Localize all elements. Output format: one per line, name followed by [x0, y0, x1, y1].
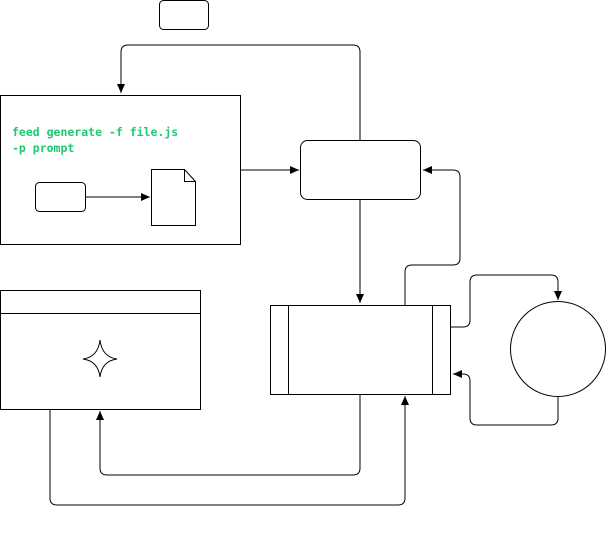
document-icon [151, 169, 196, 226]
command-panel[interactable] [0, 95, 241, 245]
connector-process-to-generator [404, 166, 461, 305]
sparkle-icon [82, 339, 118, 378]
connector-generator-to-panel [117, 44, 361, 140]
input-box[interactable] [35, 182, 86, 212]
connector-output-to-process [49, 396, 409, 506]
connector-circle-to-process [453, 370, 559, 426]
process-box[interactable] [270, 305, 451, 395]
command-text: feed generate -f file.js -p prompt [12, 125, 179, 155]
top-small-box[interactable] [159, 0, 209, 30]
connector-process-to-output [96, 395, 361, 476]
generator-box[interactable] [300, 140, 421, 200]
external-circle[interactable] [510, 301, 606, 397]
output-window[interactable] [0, 290, 201, 410]
connector-process-to-circle [451, 274, 562, 328]
